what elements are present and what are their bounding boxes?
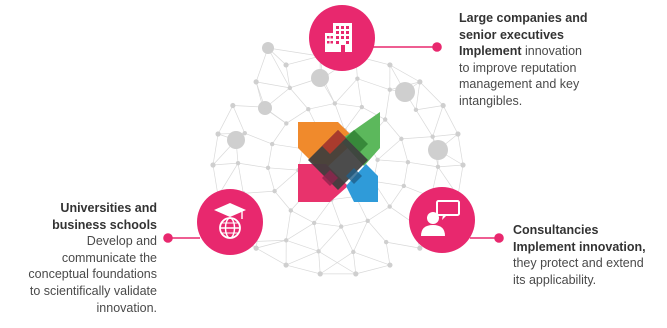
graduation-cap-globe-icon: [197, 189, 263, 255]
connectors: [163, 42, 504, 243]
network-node: [317, 271, 323, 277]
network-node: [287, 85, 293, 91]
universities-text: Universities and business schools Develo…: [5, 200, 157, 316]
corporate-desc-line-1: to improve reputation: [459, 60, 577, 75]
network-node: [269, 141, 275, 147]
corporate-desc-line-3: intangibles.: [459, 93, 523, 108]
network-node: [235, 160, 241, 166]
network-node: [399, 136, 404, 142]
corporate-title-line-1: Large companies and: [459, 11, 588, 25]
network-node: [316, 249, 321, 254]
network-node: [430, 134, 435, 139]
network-node: [230, 102, 236, 109]
network-node: [353, 271, 359, 277]
network-node: [440, 102, 446, 109]
network-node: [428, 140, 448, 160]
network-node: [227, 131, 245, 149]
corporate-title-line-2: senior executives: [459, 27, 564, 42]
network-node: [253, 79, 259, 85]
network-node: [383, 239, 389, 245]
network-node: [265, 165, 271, 170]
universities-title-line-2: business schools: [52, 217, 157, 232]
network-node: [405, 160, 411, 165]
network-node: [387, 204, 392, 209]
network-node: [320, 75, 325, 81]
network-node: [260, 104, 265, 110]
consultancies-title-line-2: Implement innovation,: [513, 239, 646, 254]
network-node: [306, 107, 311, 112]
network-node: [455, 131, 461, 137]
network-node: [413, 107, 419, 113]
network-node: [283, 238, 289, 243]
universities-desc-line-3: conceptual foundations: [28, 267, 157, 282]
network-node: [387, 62, 393, 68]
network-node: [383, 117, 388, 122]
network-node: [215, 131, 221, 137]
network-node: [460, 162, 466, 168]
network-node: [284, 121, 289, 126]
network-node: [365, 218, 370, 223]
network-node: [387, 262, 393, 268]
corporate-text: Large companies and senior executives Im…: [459, 10, 659, 110]
network-node: [262, 42, 274, 54]
network-node: [355, 76, 360, 81]
network-node: [359, 104, 365, 110]
consultancies-desc-line-1: they protect and extend: [513, 256, 644, 271]
network-node: [288, 208, 293, 213]
corporate-desc-first: innovation: [521, 44, 582, 59]
consultancies-title-line-1: Consultancies: [513, 223, 599, 237]
network-node: [435, 164, 441, 170]
universities-title-line-1: Universities and: [60, 201, 157, 215]
network-node: [272, 188, 277, 194]
network-node: [332, 101, 338, 106]
universities-desc-line-2: communicate the: [61, 250, 157, 265]
network-node: [338, 224, 344, 229]
network-node: [417, 79, 423, 85]
network-node: [253, 245, 259, 251]
network-node: [375, 157, 380, 163]
logo-blue-piece: [346, 164, 378, 202]
universities-desc-line-1: Develop and: [86, 234, 157, 249]
network-node: [351, 249, 356, 255]
network-node: [401, 183, 407, 189]
universities-desc-line-5: innovation.: [96, 300, 157, 315]
corporate-action: Implement: [459, 44, 522, 59]
network-node: [311, 220, 317, 226]
network-node: [311, 69, 329, 87]
office-building-icon: [309, 5, 375, 71]
network-node: [283, 62, 289, 68]
network-node: [387, 87, 393, 92]
universities-desc-line-4: to scientifically validate: [29, 283, 157, 298]
corporate-desc-line-2: management and key: [459, 77, 580, 92]
network-node: [210, 162, 216, 168]
network-node: [417, 245, 423, 251]
consultant-speech-bubble-icon: [409, 187, 475, 253]
central-logo: [298, 112, 380, 202]
network-node: [258, 101, 272, 115]
consultancies-text: Consultancies Implement innovation, they…: [513, 222, 663, 288]
consultancies-desc-line-2: its applicability.: [513, 272, 597, 287]
network-node: [283, 262, 289, 268]
network-node: [395, 82, 415, 102]
network-node: [242, 130, 247, 136]
